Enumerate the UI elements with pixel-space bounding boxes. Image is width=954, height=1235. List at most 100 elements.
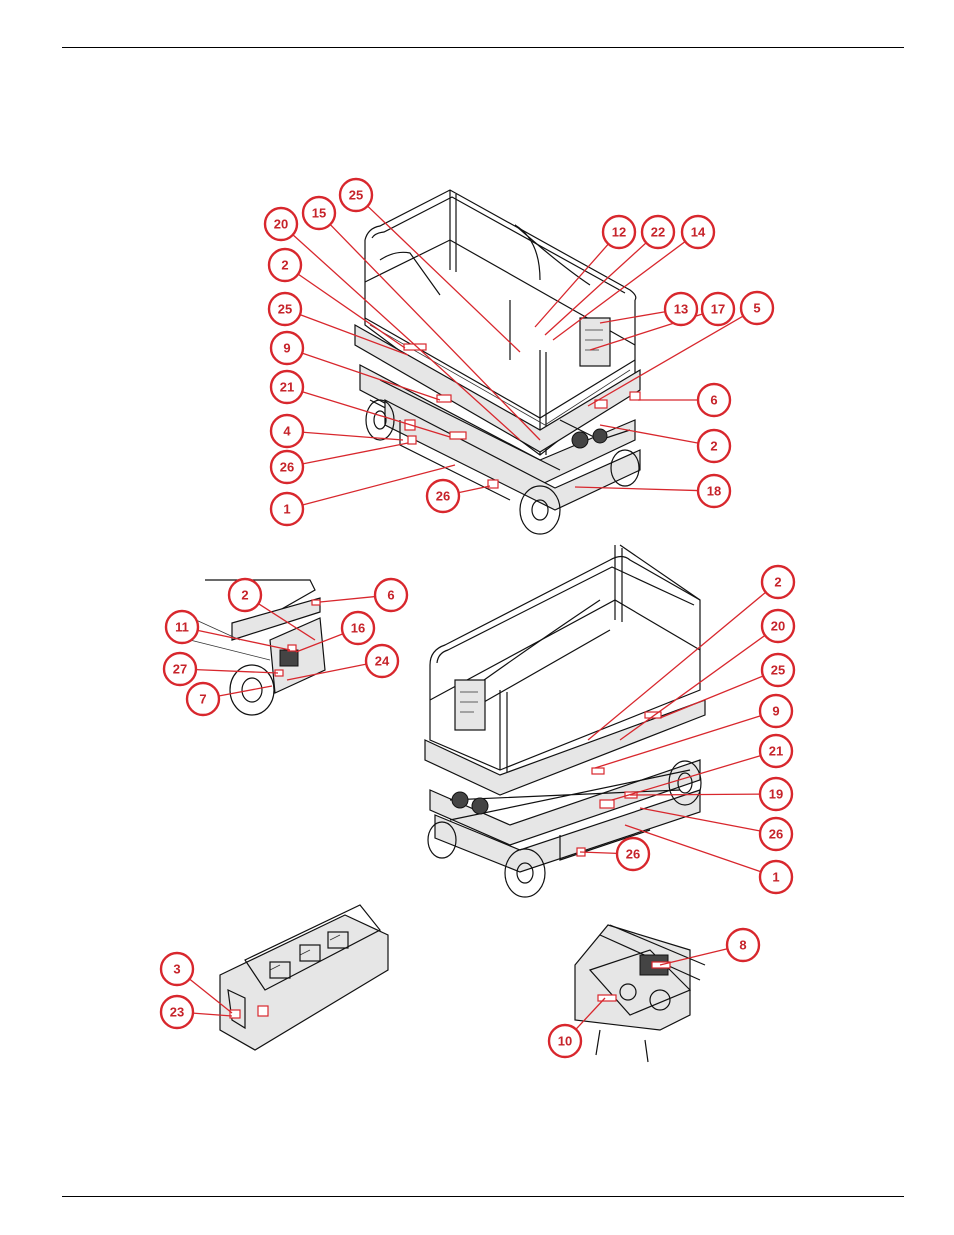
callout-6: 6 [373, 577, 409, 613]
callout-12: 12 [601, 214, 637, 250]
leader-line-6 [319, 595, 376, 603]
callout-number: 16 [351, 621, 365, 636]
leader-line-2 [587, 591, 767, 741]
callout-7: 7 [185, 681, 221, 717]
callout-number: 25 [771, 663, 785, 678]
leader-line-11 [197, 629, 291, 651]
callout-13: 13 [663, 291, 699, 327]
callout-number: 6 [710, 393, 717, 408]
callout-number: 24 [375, 654, 390, 669]
footer-rule [62, 1196, 904, 1197]
callout-circle [547, 1023, 583, 1059]
callout-number: 20 [274, 217, 288, 232]
leader-line-2 [297, 273, 406, 349]
leader-line-3 [189, 978, 233, 1014]
leader-line-21 [302, 391, 451, 438]
left-end-detail-drawing [184, 579, 326, 716]
leader-line-26 [639, 807, 761, 832]
callout-number: 27 [173, 662, 187, 677]
callout-number: 4 [283, 424, 291, 439]
callout-2: 2 [227, 577, 263, 613]
callout-number: 14 [691, 225, 706, 240]
callout-27: 27 [162, 651, 198, 687]
callout-4: 4 [269, 413, 305, 449]
callout-25: 25 [760, 652, 796, 688]
leader-line-1 [302, 464, 456, 506]
callout-number: 26 [436, 489, 450, 504]
callout-number: 3 [173, 962, 180, 977]
header-rule [62, 47, 904, 48]
callout-25: 25 [338, 177, 374, 213]
callout-25: 25 [267, 291, 303, 327]
leader-line-13 [599, 311, 666, 324]
callout-circle [696, 428, 732, 464]
leader-line-24 [286, 663, 367, 681]
leader-line-1 [624, 824, 762, 873]
leader-line-18 [574, 486, 699, 492]
leader-line-4 [302, 431, 404, 441]
callout-14: 14 [680, 214, 716, 250]
top-scissor-lift-drawing [354, 189, 641, 535]
leader-line-25 [299, 313, 409, 356]
callout-number: 9 [283, 341, 290, 356]
callout-3: 3 [159, 951, 195, 987]
callout-circle [700, 291, 736, 327]
callout-circle [425, 478, 461, 514]
callout-9: 9 [269, 330, 305, 366]
leader-line-23 [192, 1012, 233, 1017]
callout-circle [269, 330, 305, 366]
callout-number: 2 [774, 575, 781, 590]
callout-number: 11 [175, 620, 189, 635]
callout-6: 6 [696, 382, 732, 418]
callout-circle [601, 214, 637, 250]
callout-circle [758, 693, 794, 729]
callout-number: 6 [387, 588, 394, 603]
leader-line-14 [552, 241, 686, 341]
leader-line-21 [611, 754, 761, 801]
callout-26: 26 [758, 816, 794, 852]
callout-circle [269, 449, 305, 485]
callout-15: 15 [301, 195, 337, 231]
callout-number: 21 [280, 380, 294, 395]
callout-circle [159, 994, 195, 1030]
callout-circle [640, 214, 676, 250]
callout-number: 22 [651, 225, 665, 240]
callout-circle [267, 291, 303, 327]
callout-circle [758, 776, 794, 812]
callout-circle [739, 290, 775, 326]
callout-circle [758, 816, 794, 852]
callout-number: 26 [626, 847, 640, 862]
callout-number: 19 [769, 787, 783, 802]
callout-21: 21 [269, 369, 305, 405]
callout-number: 13 [674, 302, 688, 317]
leader-line-25 [367, 205, 521, 353]
leader-line-20 [292, 234, 521, 441]
callout-number: 2 [710, 439, 717, 454]
leader-line-26 [302, 442, 409, 465]
callout-number: 2 [281, 258, 288, 273]
leader-line-2 [258, 603, 316, 641]
callout-number: 8 [739, 938, 746, 953]
callout-circle [758, 733, 794, 769]
leader-line-8 [659, 948, 728, 966]
callout-circle [760, 564, 796, 600]
callout-circle [267, 247, 303, 283]
callout-circle [663, 291, 699, 327]
callout-circle [615, 836, 651, 872]
callout-circle [364, 643, 400, 679]
callout-circle [263, 206, 299, 242]
callout-8: 8 [725, 927, 761, 963]
callout-number: 21 [769, 744, 783, 759]
leader-line-2 [599, 424, 699, 444]
callout-2: 2 [760, 564, 796, 600]
callout-number: 9 [772, 704, 779, 719]
callout-number: 2 [241, 588, 248, 603]
callout-23: 23 [159, 994, 195, 1030]
leader-lines [189, 205, 767, 1030]
leader-line-26 [579, 851, 618, 855]
callout-number: 26 [280, 460, 294, 475]
callout-number: 1 [772, 870, 779, 885]
callout-number: 25 [278, 302, 292, 317]
